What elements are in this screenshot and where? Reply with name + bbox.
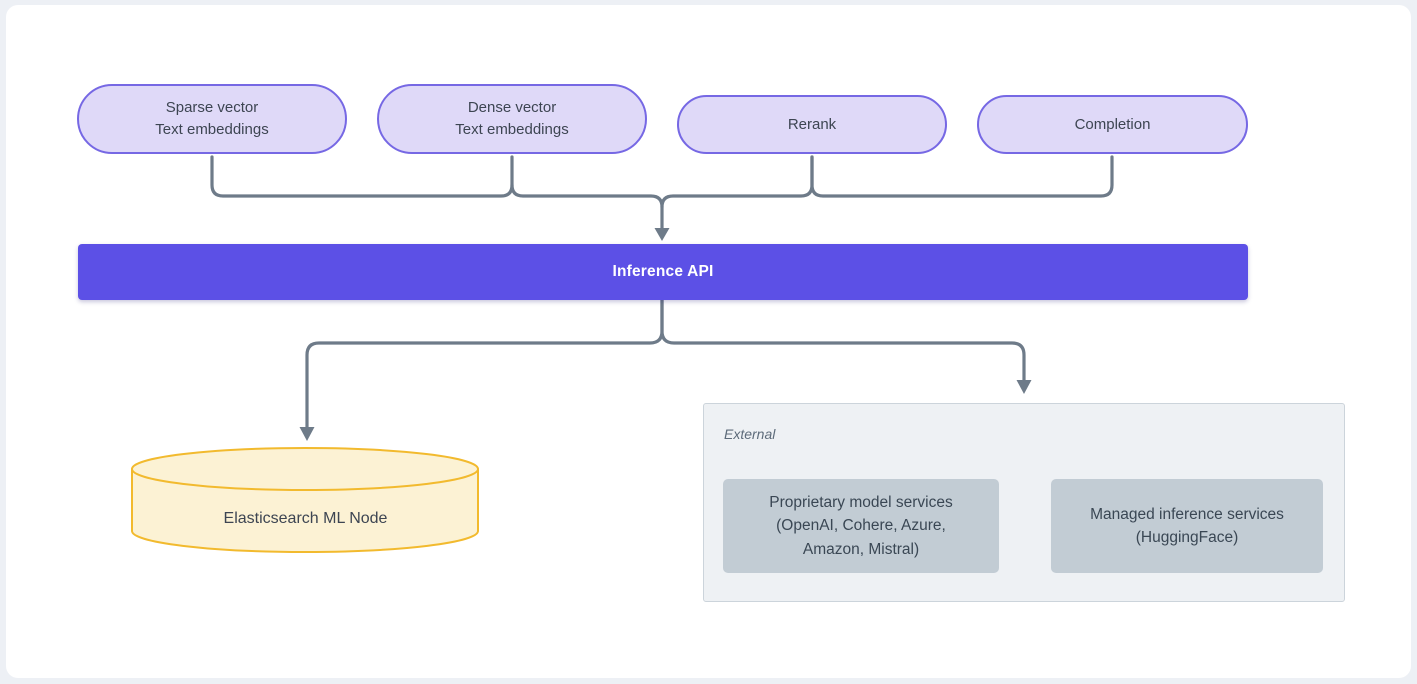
pill-label-line: Dense vector xyxy=(467,99,557,117)
pill-label-line: Rerank xyxy=(787,115,837,133)
pill-label-line: Sparse vector xyxy=(165,99,259,117)
service-label-line: Amazon, Mistral) xyxy=(802,540,920,558)
endpoint-pill-completion: Completion xyxy=(977,95,1248,154)
elasticsearch-node-label: Elasticsearch ML Node xyxy=(223,510,388,527)
endpoint-pill-dense-vector: Dense vector Text embeddings xyxy=(377,84,647,154)
endpoint-pill-sparse-vector: Sparse vector Text embeddings xyxy=(77,84,347,154)
pill-label-line: Text embeddings xyxy=(455,121,569,138)
service-label-line: Managed inference services xyxy=(1090,505,1284,523)
external-group: External Proprietary model services (Ope… xyxy=(703,403,1345,602)
service-label-line: Proprietary model services xyxy=(769,494,953,512)
pill-label-line: Completion xyxy=(1074,115,1151,133)
inference-api-bar: Inference API xyxy=(78,244,1248,300)
service-label-line: (OpenAI, Cohere, Azure, xyxy=(776,517,946,535)
service-box-proprietary: Proprietary model services (OpenAI, Cohe… xyxy=(723,479,999,573)
service-box-managed: Managed inference services (HuggingFace) xyxy=(1051,479,1323,573)
service-label-line: (HuggingFace) xyxy=(1135,529,1239,546)
inference-api-label: Inference API xyxy=(612,263,714,280)
pill-label-line: Text embeddings xyxy=(155,121,269,138)
endpoint-pill-rerank: Rerank xyxy=(677,95,947,154)
external-group-label: External xyxy=(724,426,776,442)
